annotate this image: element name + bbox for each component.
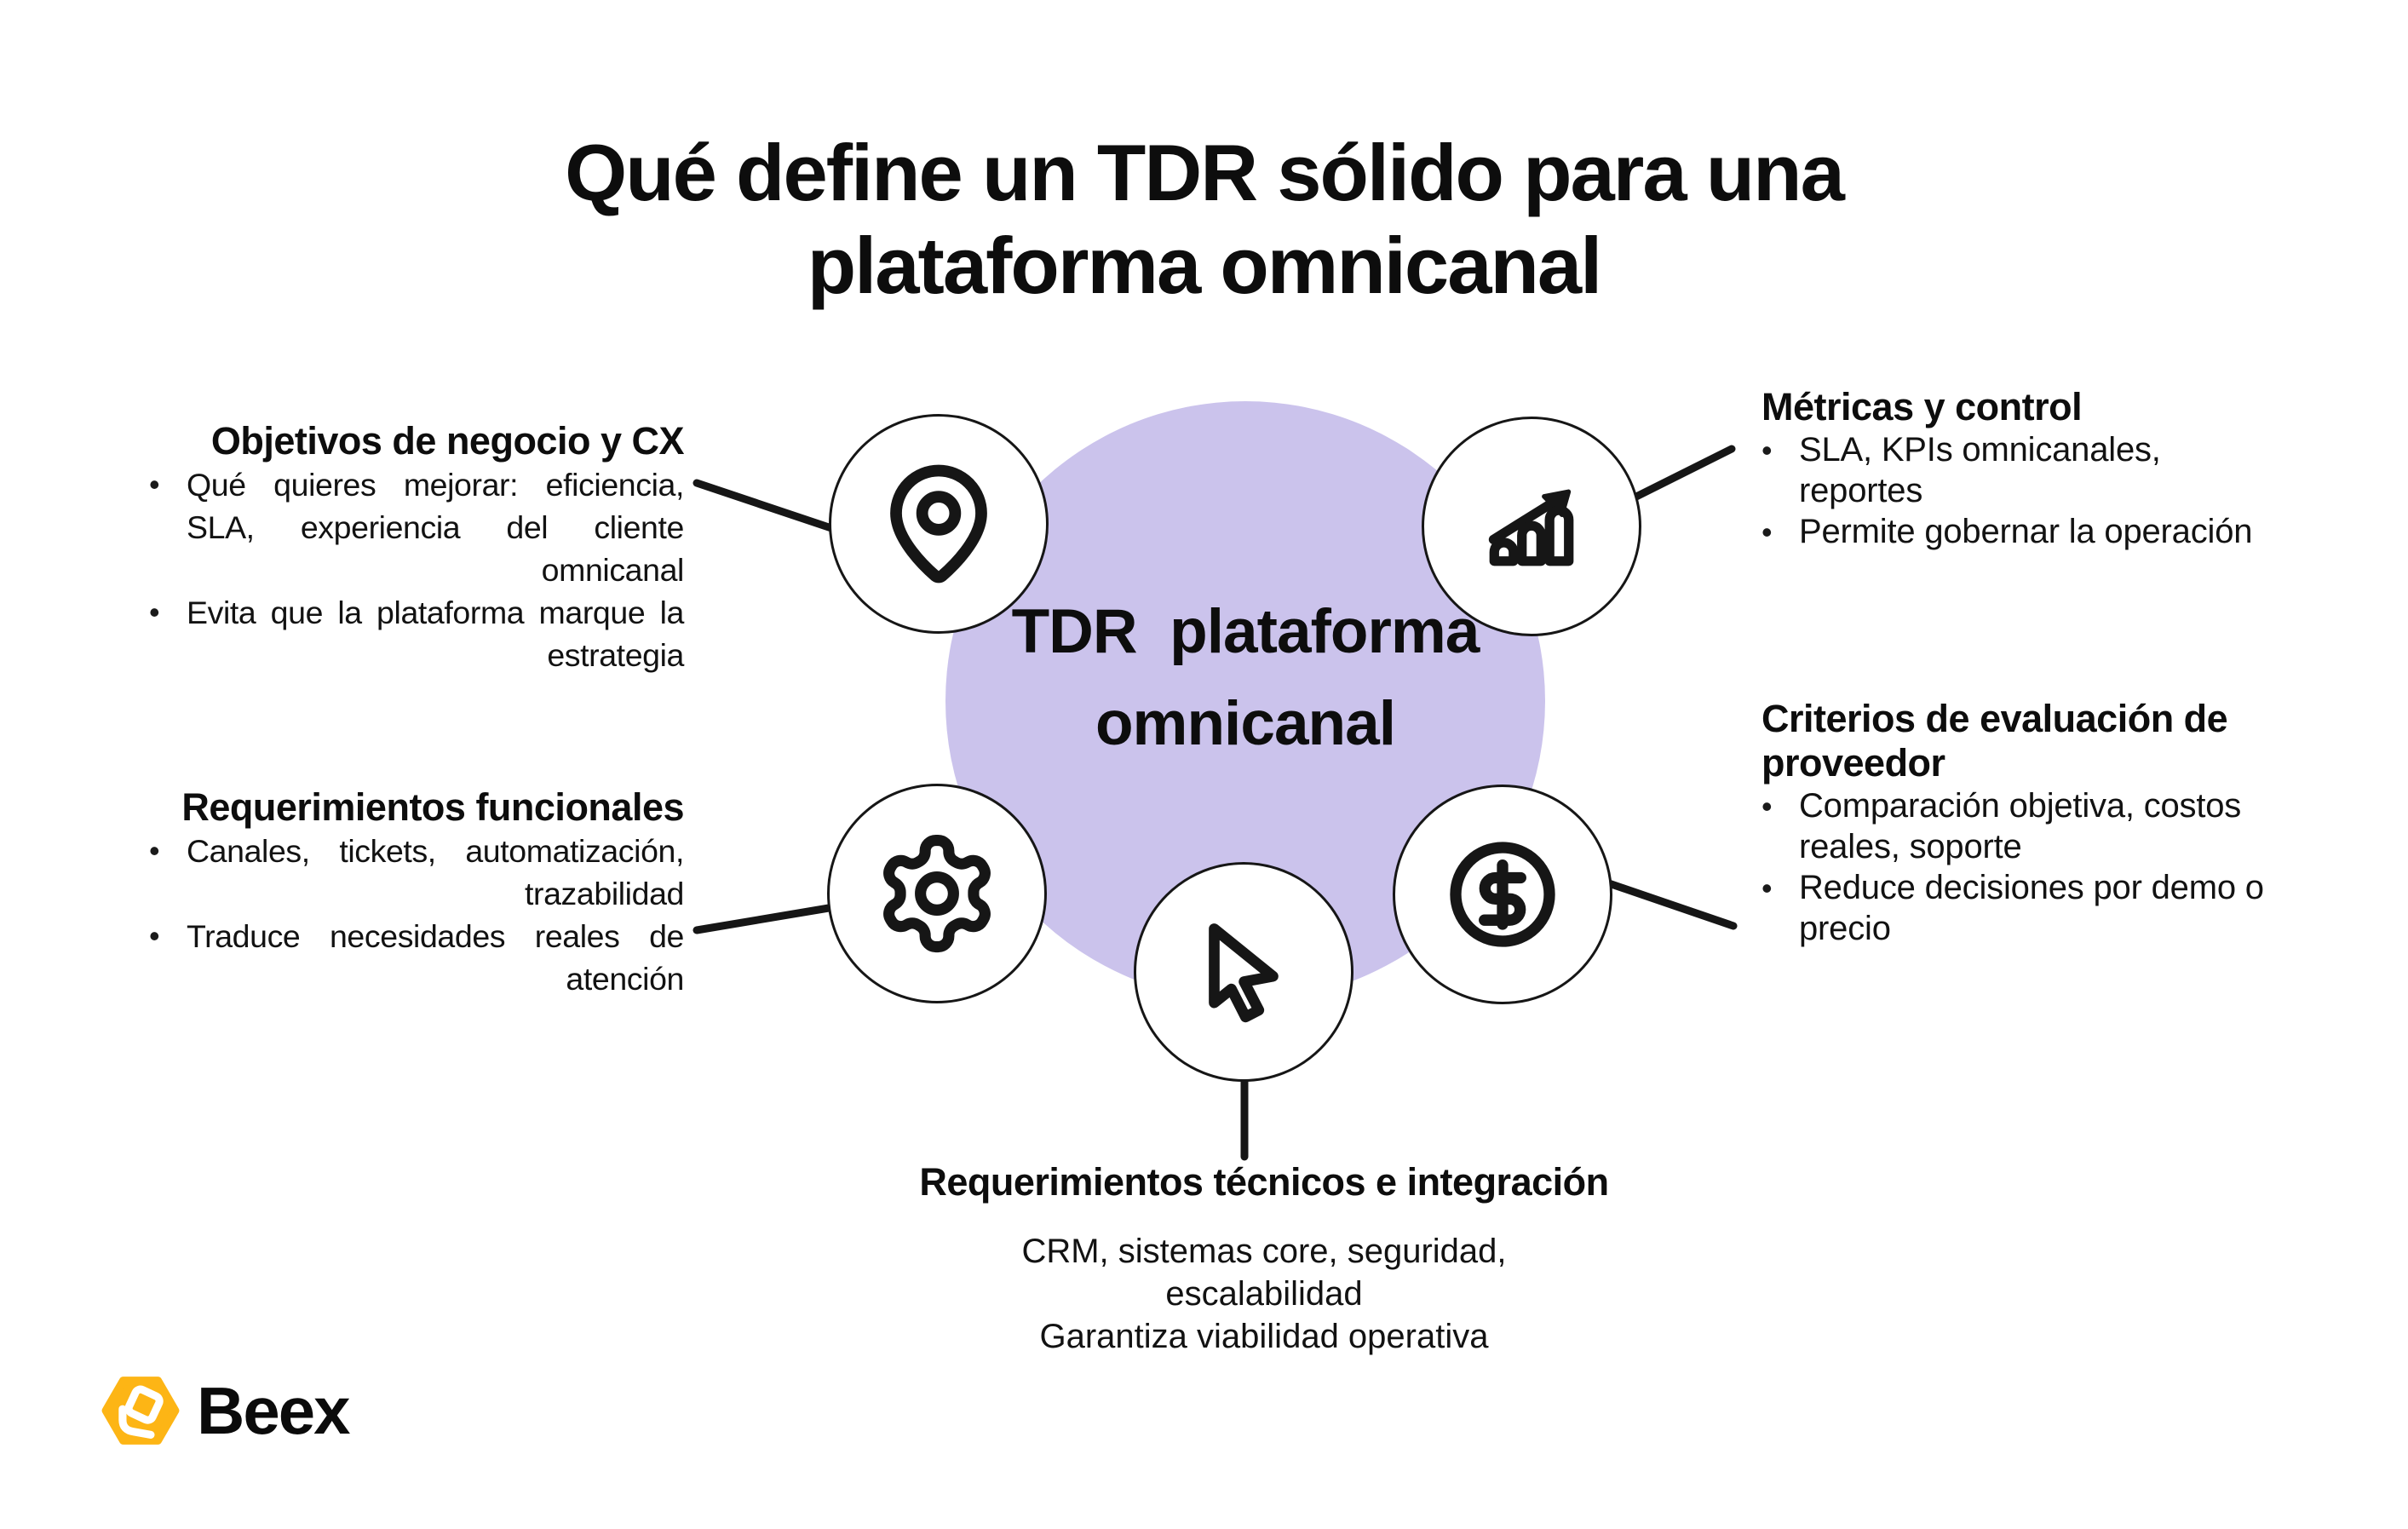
node-funcionales-circle — [827, 784, 1047, 1003]
block-objetivos-list: Qué quieres mejorar: eficiencia, SLA, ex… — [149, 463, 684, 676]
block-tecnicos-body: CRM, sistemas core, seguridad, escalabil… — [1021, 1233, 1507, 1355]
page-title: Qué define un TDR sólido para una plataf… — [565, 128, 1845, 311]
list-item: Permite gobernar la operación — [1761, 511, 2273, 554]
block-objetivos: Objetivos de negocio y CX Qué quieres me… — [149, 419, 685, 676]
block-criterios-heading: Criterios de evaluación de proveedor — [1761, 697, 2228, 785]
beex-logo-text: Beex — [197, 1373, 350, 1448]
bullet-text: Traduce necesidades reales de atención — [187, 918, 684, 997]
list-item: Reduce decisiones por demo o precio — [1761, 867, 2273, 949]
node-metricas-circle — [1422, 417, 1641, 636]
node-tecnicos-circle — [1134, 862, 1353, 1082]
list-item: Evita que la plataforma marque la estrat… — [149, 591, 684, 676]
beex-logo: Beex — [101, 1373, 350, 1448]
bullet-text: Qué quieres mejorar: eficiencia, SLA, ex… — [187, 467, 684, 588]
bullet-text: Permite gobernar la operación — [1799, 513, 2253, 550]
hub-label: TDR plataforma omnicanal — [1011, 597, 1480, 758]
list-item: Canales, tickets, automatización, trazab… — [149, 830, 684, 915]
bullet-text: Evita que la plataforma marque la estrat… — [187, 595, 684, 673]
block-funcionales: Requerimientos funcionales Canales, tick… — [149, 785, 684, 1000]
block-tecnicos-heading: Requerimientos técnicos e integración — [919, 1160, 1609, 1204]
list-item: Traduce necesidades reales de atención — [149, 915, 684, 1000]
block-criterios: Criterios de evaluación de proveedor Com… — [1761, 697, 2273, 949]
block-tecnicos: Requerimientos técnicos e integración CR… — [838, 1160, 1690, 1358]
bullet-text: SLA, KPIs omnicanales, reportes — [1799, 431, 2161, 509]
list-item: Comparación objetiva, costos reales, sop… — [1761, 785, 2273, 867]
beex-hexagon-icon — [101, 1377, 180, 1445]
connector-objetivos — [693, 479, 836, 532]
block-funcionales-heading: Requerimientos funcionales — [181, 785, 684, 829]
block-metricas-heading: Métricas y control — [1761, 385, 2083, 428]
bullet-text: Canales, tickets, automatización, trazab… — [187, 833, 684, 911]
list-item: SLA, KPIs omnicanales, reportes — [1761, 429, 2273, 511]
connector-metricas — [1629, 445, 1736, 503]
mouse-cursor-icon — [1209, 923, 1279, 1023]
connector-funcionales — [693, 904, 833, 934]
block-metricas: Métricas y control SLA, KPIs omnicanales… — [1761, 385, 2273, 554]
block-criterios-list: Comparación objetiva, costos reales, sop… — [1761, 785, 2273, 949]
map-pin-icon — [890, 464, 987, 583]
list-item: Qué quieres mejorar: eficiencia, SLA, ex… — [149, 463, 684, 591]
block-metricas-list: SLA, KPIs omnicanales, reportes Permite … — [1761, 429, 2273, 554]
block-funcionales-list: Canales, tickets, automatización, trazab… — [149, 830, 684, 1000]
bullet-text: Comparación objetiva, costos reales, sop… — [1799, 787, 2242, 865]
node-criterios-circle — [1393, 785, 1612, 1004]
dollar-sign-icon — [1450, 842, 1555, 947]
bullet-text: Reduce decisiones por demo o precio — [1799, 869, 2264, 947]
block-objetivos-heading: Objetivos de negocio y CX — [210, 419, 685, 463]
gear-icon — [883, 834, 991, 953]
growth-chart-icon — [1488, 489, 1574, 566]
node-objetivos-circle — [829, 414, 1049, 634]
connector-criterios — [1600, 877, 1738, 930]
